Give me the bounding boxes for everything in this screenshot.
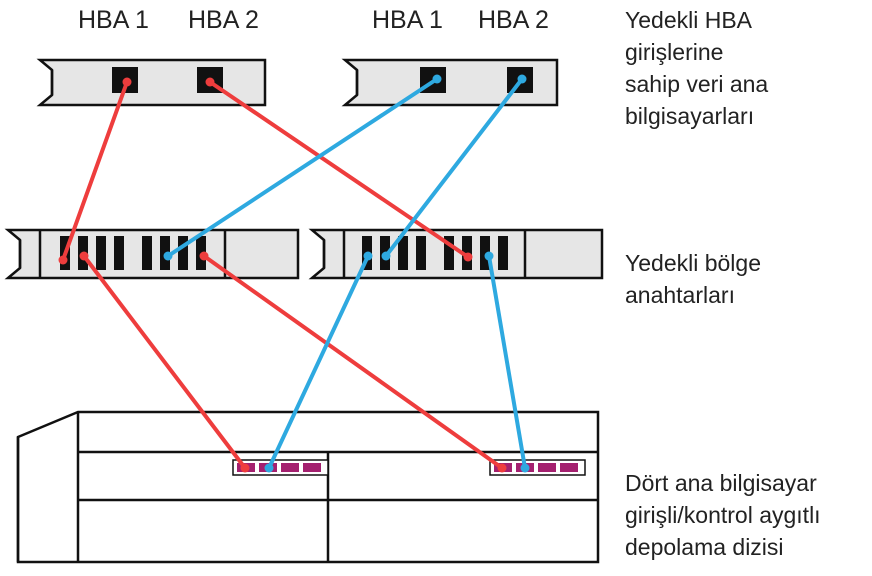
storage-description-line: girişli/kontrol aygıtlı: [625, 502, 821, 528]
left-host-hba2-label: HBA 2: [188, 6, 259, 34]
right-host-hba1-label: HBA 1: [372, 6, 443, 34]
red-fabric-cables: [61, 80, 504, 470]
red-cable-host1-hba2-switch: [208, 80, 470, 259]
hosts-description-line: bilgisayarları: [625, 103, 755, 129]
storage-array: [16, 410, 600, 564]
hosts-description: Yedekli HBA girişlerine sahip veri ana b…: [625, 4, 768, 132]
red-cable-host1-hba1-switch: [61, 80, 129, 262]
storage-description: Dört ana bilgisayar girişli/kontrol aygı…: [625, 467, 821, 563]
storage-description-line: depolama dizisi: [625, 534, 784, 560]
switches-description-line: anahtarları: [625, 282, 735, 308]
blue-fabric-cables: [166, 77, 527, 470]
storage-description-line: Dört ana bilgisayar: [625, 470, 817, 496]
hosts-description-line: girişlerine: [625, 39, 724, 65]
blue-cable-switch-controller-b: [487, 254, 527, 470]
right-zone-switch: [308, 228, 604, 280]
switches-description: Yedekli bölge anahtarları: [625, 247, 761, 311]
blue-cable-host2-hba2-switch: [384, 77, 524, 258]
hosts-description-line: Yedekli HBA: [625, 7, 753, 33]
hosts-description-line: sahip veri ana: [625, 71, 769, 97]
blue-cable-switch-controller-a: [267, 254, 370, 470]
blue-cable-host2-hba1-switch: [166, 77, 439, 258]
cable-endpoints: [58, 74, 530, 473]
red-cable-switch-controller-a: [82, 254, 247, 470]
right-host-server: [341, 58, 559, 107]
red-cable-switch-controller-b: [202, 254, 504, 470]
right-host-hba2-label: HBA 2: [478, 6, 549, 34]
left-zone-switch: [4, 228, 300, 280]
switches-description-line: Yedekli bölge: [625, 250, 761, 276]
left-host-hba1-label: HBA 1: [78, 6, 149, 34]
